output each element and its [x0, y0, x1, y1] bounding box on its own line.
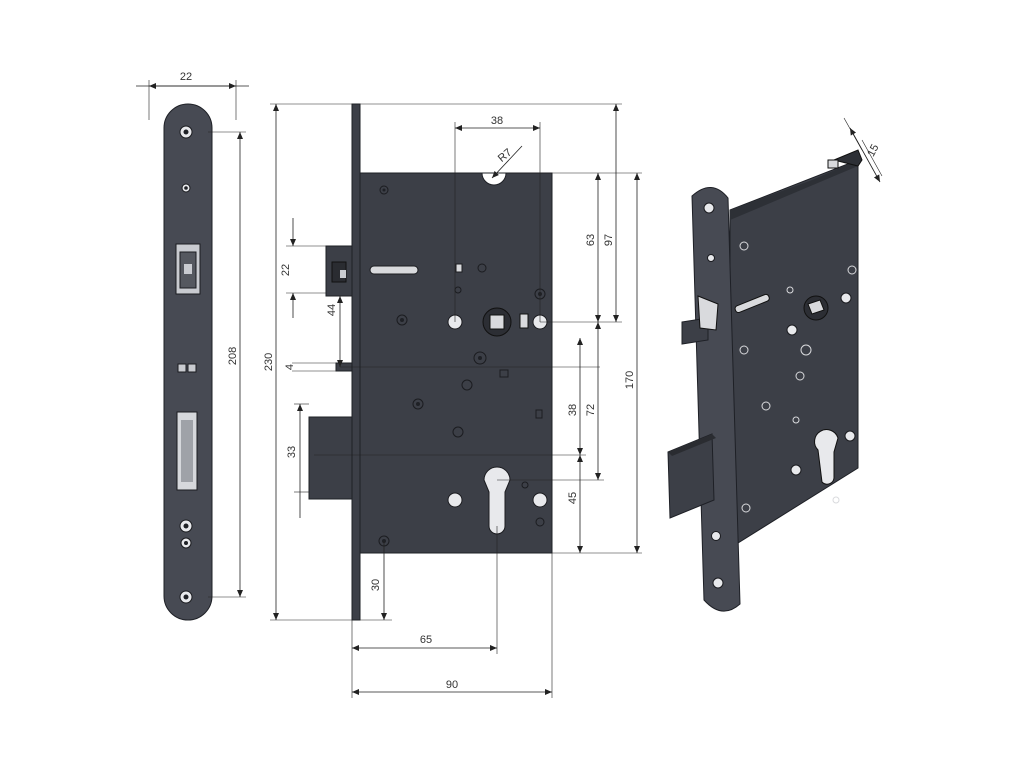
faceplate-dimensions: 22 208: [136, 71, 249, 598]
dim-faceplate-screw-spacing: 208: [227, 347, 239, 365]
dim-faceplate-thickness: 15: [865, 142, 881, 158]
isometric-dimensions: 15: [843, 117, 883, 183]
dim-handle-to-cylinder: 72: [585, 404, 597, 416]
dim-case-depth: 90: [446, 679, 458, 691]
dim-bottom-offset: 30: [370, 579, 382, 591]
dim-latch-height: 22: [280, 264, 292, 276]
dim-backset: 65: [420, 634, 432, 646]
dim-top-radius: R7: [496, 147, 514, 165]
dim-faceplate-width: 22: [180, 71, 192, 83]
dim-handle-to-top-b: 97: [603, 234, 615, 246]
lock-side-view: [308, 103, 553, 621]
dim-bolt-offset: 38: [567, 404, 579, 416]
dim-hub-to-top: 38: [491, 115, 503, 127]
dim-bolt-height: 33: [286, 446, 298, 458]
dim-latch-offset: 44: [326, 304, 338, 316]
lock-isometric-view: [667, 149, 863, 612]
faceplate-front-view: [163, 103, 213, 621]
dim-cylinder-to-bottom: 45: [567, 492, 579, 504]
dim-case-height: 170: [624, 371, 636, 389]
side-view-dimensions: 230 22 44 4 33 38 R7 63 97: [263, 103, 642, 698]
dim-overall-height: 230: [263, 353, 275, 371]
dim-handle-to-top-a: 63: [585, 234, 597, 246]
dim-faceplate-gap: 4: [284, 364, 296, 370]
